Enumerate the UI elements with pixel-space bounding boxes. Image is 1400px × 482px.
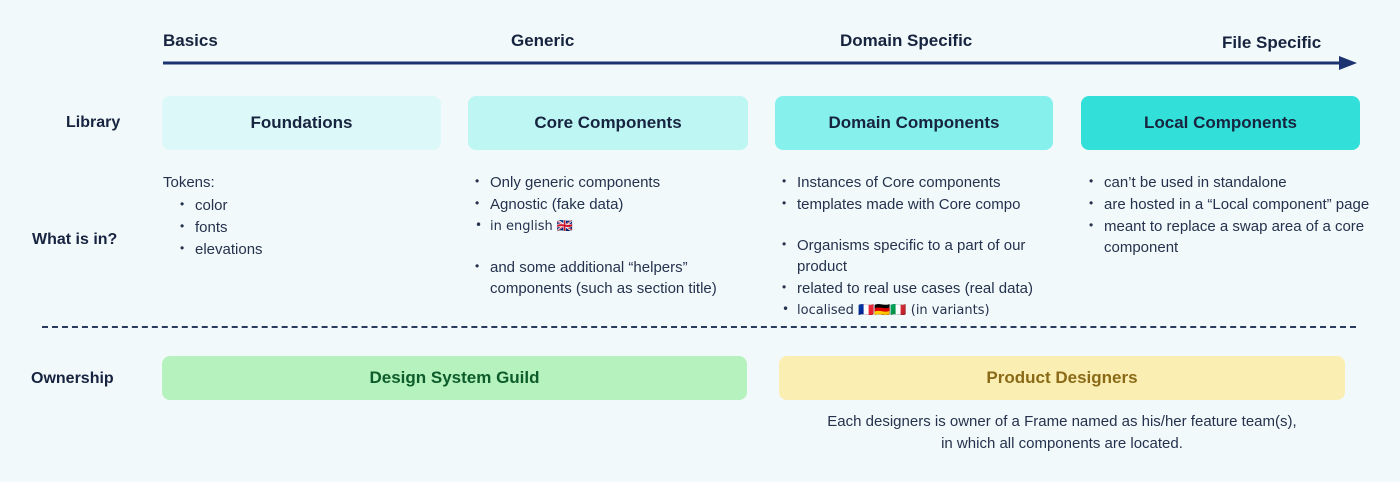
list-item: related to real use cases (real data) — [779, 277, 1064, 299]
list-item-in-english: in english 🇬🇧 — [472, 215, 757, 237]
ownership-note: Each designers is owner of a Frame named… — [779, 411, 1345, 455]
list-item: can’t be used in standalone — [1086, 171, 1378, 193]
section-divider — [42, 326, 1356, 328]
library-card-domain-components[interactable]: Domain Components — [775, 96, 1053, 150]
list-item: elevations — [177, 238, 453, 260]
core-components-list: Only generic components Agnostic (fake d… — [472, 171, 757, 299]
ownership-card-product-designers[interactable]: Product Designers — [779, 356, 1345, 400]
list-item: fonts — [177, 216, 453, 238]
row-label-ownership: Ownership — [31, 370, 114, 387]
ownership-card-design-system-guild[interactable]: Design System Guild — [162, 356, 747, 400]
spectrum-label-domain-specific: Domain Specific — [840, 31, 973, 50]
domain-components-list: Instances of Core components templates m… — [779, 171, 1064, 321]
what-is-in-column-foundations: Tokens: color fonts elevations — [163, 172, 453, 261]
list-item-localised: localised 🇫🇷🇩🇪🇮🇹 (in variants) — [779, 299, 1064, 321]
what-is-in-column-local-components: can’t be used in standalone are hosted i… — [1086, 171, 1378, 259]
what-is-in-column-core-components: Only generic components Agnostic (fake d… — [472, 171, 757, 300]
list-item: meant to replace a swap area of a core c… — [1086, 215, 1378, 258]
list-item: Agnostic (fake data) — [472, 193, 757, 215]
list-item: color — [177, 194, 453, 216]
ownership-note-line-1: Each designers is owner of a Frame named… — [827, 413, 1297, 430]
local-components-list: can’t be used in standalone are hosted i… — [1086, 171, 1378, 258]
tokens-list: color fonts elevations — [163, 194, 453, 260]
spectrum-header: Basics Generic Domain Specific File Spec… — [0, 0, 1400, 60]
library-card-foundations[interactable]: Foundations — [162, 96, 441, 150]
spectrum-label-generic: Generic — [511, 31, 575, 50]
list-item: Instances of Core components — [779, 171, 1064, 193]
library-card-core-components[interactable]: Core Components — [468, 96, 748, 150]
list-item: templates made with Core compo — [779, 193, 1064, 215]
spectrum-label-basics: Basics — [163, 31, 218, 50]
row-label-library: Library — [66, 114, 121, 131]
spectrum-label-file-specific: File Specific — [1222, 33, 1322, 52]
tokens-intro: Tokens: — [163, 174, 215, 191]
spectrum-arrow — [163, 53, 1357, 73]
list-item-helpers: and some additional “helpers” components… — [472, 256, 757, 299]
list-item: Organisms specific to a part of our prod… — [779, 234, 1064, 277]
library-card-local-components[interactable]: Local Components — [1081, 96, 1360, 150]
list-item: are hosted in a “Local component” page — [1086, 193, 1378, 215]
what-is-in-column-domain-components: Instances of Core components templates m… — [779, 171, 1064, 322]
row-label-what-is-in: What is in? — [32, 231, 118, 248]
list-item: Only generic components — [472, 171, 757, 193]
ownership-note-line-2: in which all components are located. — [941, 435, 1183, 452]
